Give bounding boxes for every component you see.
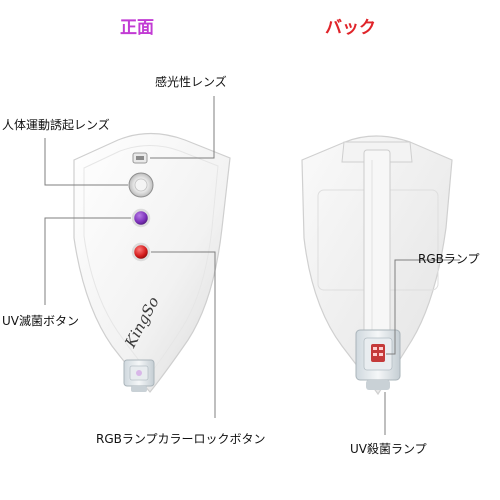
callout-light-sensor — [150, 96, 215, 159]
callout-lines — [44, 96, 460, 435]
callout-rgb-lock — [151, 251, 216, 418]
hanging-arm — [363, 149, 391, 341]
callout-uv-button — [44, 217, 131, 305]
label-rgb-lamp: RGBランプ — [418, 252, 480, 266]
callout-rgb-lamp — [386, 259, 460, 355]
label-uv-button: UV滅菌ボタン — [2, 314, 79, 328]
rgb-lock-button[interactable] — [131, 242, 151, 262]
uv-sterilize-button[interactable] — [131, 208, 151, 228]
label-uv-lamp: UV殺菌ランプ — [350, 442, 427, 456]
label-motion-sensor: 人体運動誘起レンズ — [2, 118, 110, 132]
back-heading: バック — [325, 18, 376, 38]
front-device — [73, 132, 231, 393]
front-shield-body — [73, 132, 231, 393]
label-light-sensor: 感光性レンズ — [155, 75, 227, 89]
front-uv-lamp — [123, 359, 155, 392]
callout-motion-sensor — [44, 138, 128, 186]
back-device — [301, 135, 453, 396]
back-lamp-housing — [355, 329, 401, 390]
front-heading: 正面 — [120, 18, 154, 38]
label-rgb-lock-button: RGBランプカラーロックボタン — [96, 432, 266, 446]
